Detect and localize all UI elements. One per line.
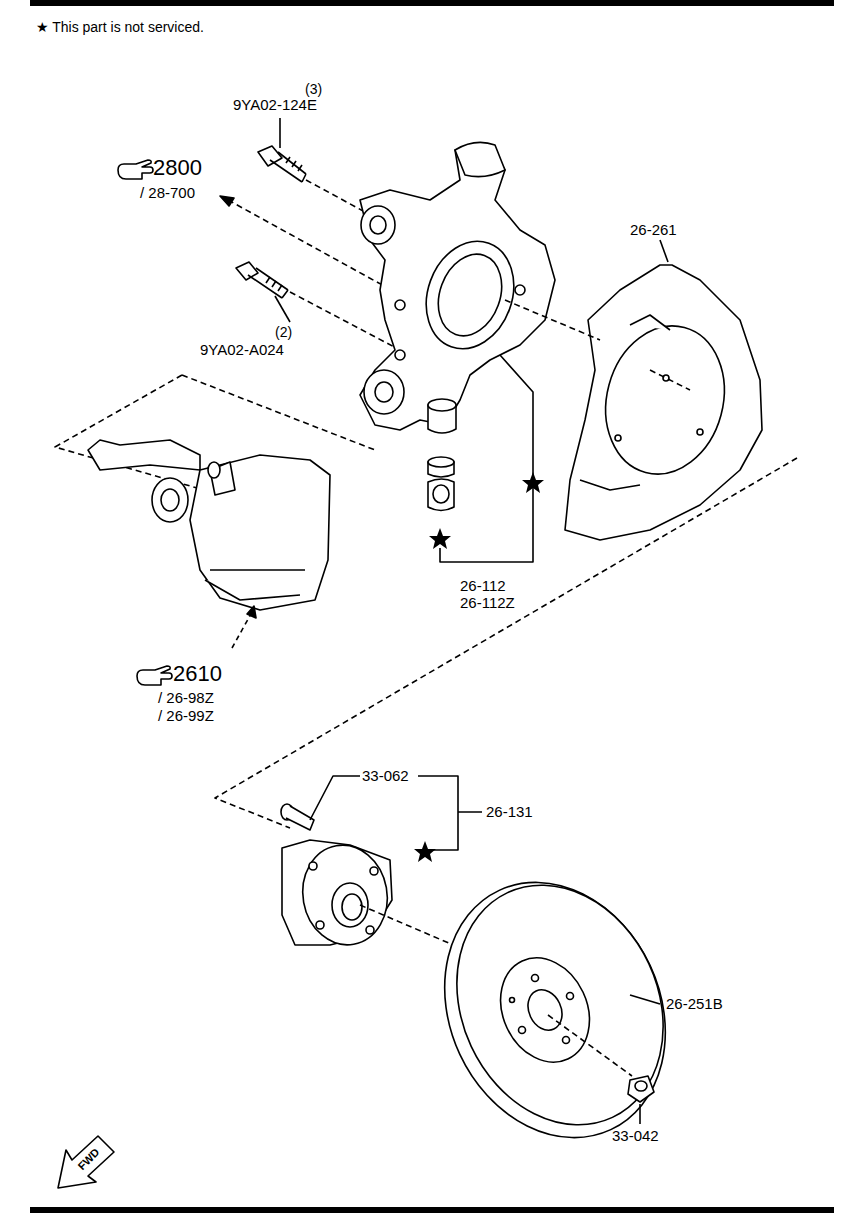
part-number: 9YA02-124E bbox=[233, 97, 317, 114]
hub-bolt bbox=[281, 804, 314, 830]
bushing bbox=[428, 457, 454, 511]
fwd-arrow bbox=[58, 1136, 114, 1188]
part-number: 26-261 bbox=[630, 222, 677, 239]
part-number: 26-112 bbox=[460, 578, 506, 595]
reference-hand-icon bbox=[137, 666, 172, 685]
part-number: / 26-99Z bbox=[158, 708, 214, 725]
part-number: 26-112Z bbox=[460, 595, 515, 612]
part-number: 26-251B bbox=[666, 996, 723, 1013]
part-number: 9YA02-A024 bbox=[200, 342, 284, 359]
bolt bbox=[258, 146, 306, 182]
part-number: 2610 bbox=[173, 662, 222, 686]
part-number: (3) bbox=[305, 82, 322, 97]
reference-hand-icon bbox=[118, 160, 153, 179]
nut bbox=[628, 1076, 654, 1102]
bolt bbox=[236, 262, 288, 298]
wheel-hub bbox=[282, 838, 395, 951]
part-number: 2800 bbox=[153, 156, 202, 180]
brake-caliper bbox=[88, 440, 330, 610]
dust-shield bbox=[565, 265, 762, 540]
part-number: (2) bbox=[275, 325, 292, 340]
part-number: 33-062 bbox=[362, 768, 409, 785]
note: ★ This part is not serviced. bbox=[36, 20, 204, 35]
part-number: 26-131 bbox=[486, 804, 533, 821]
part-number: / 26-98Z bbox=[158, 690, 214, 707]
part-number: / 28-700 bbox=[140, 185, 195, 202]
knuckle bbox=[360, 142, 555, 433]
brake-disc bbox=[404, 846, 706, 1174]
part-number: 33-042 bbox=[612, 1128, 659, 1145]
